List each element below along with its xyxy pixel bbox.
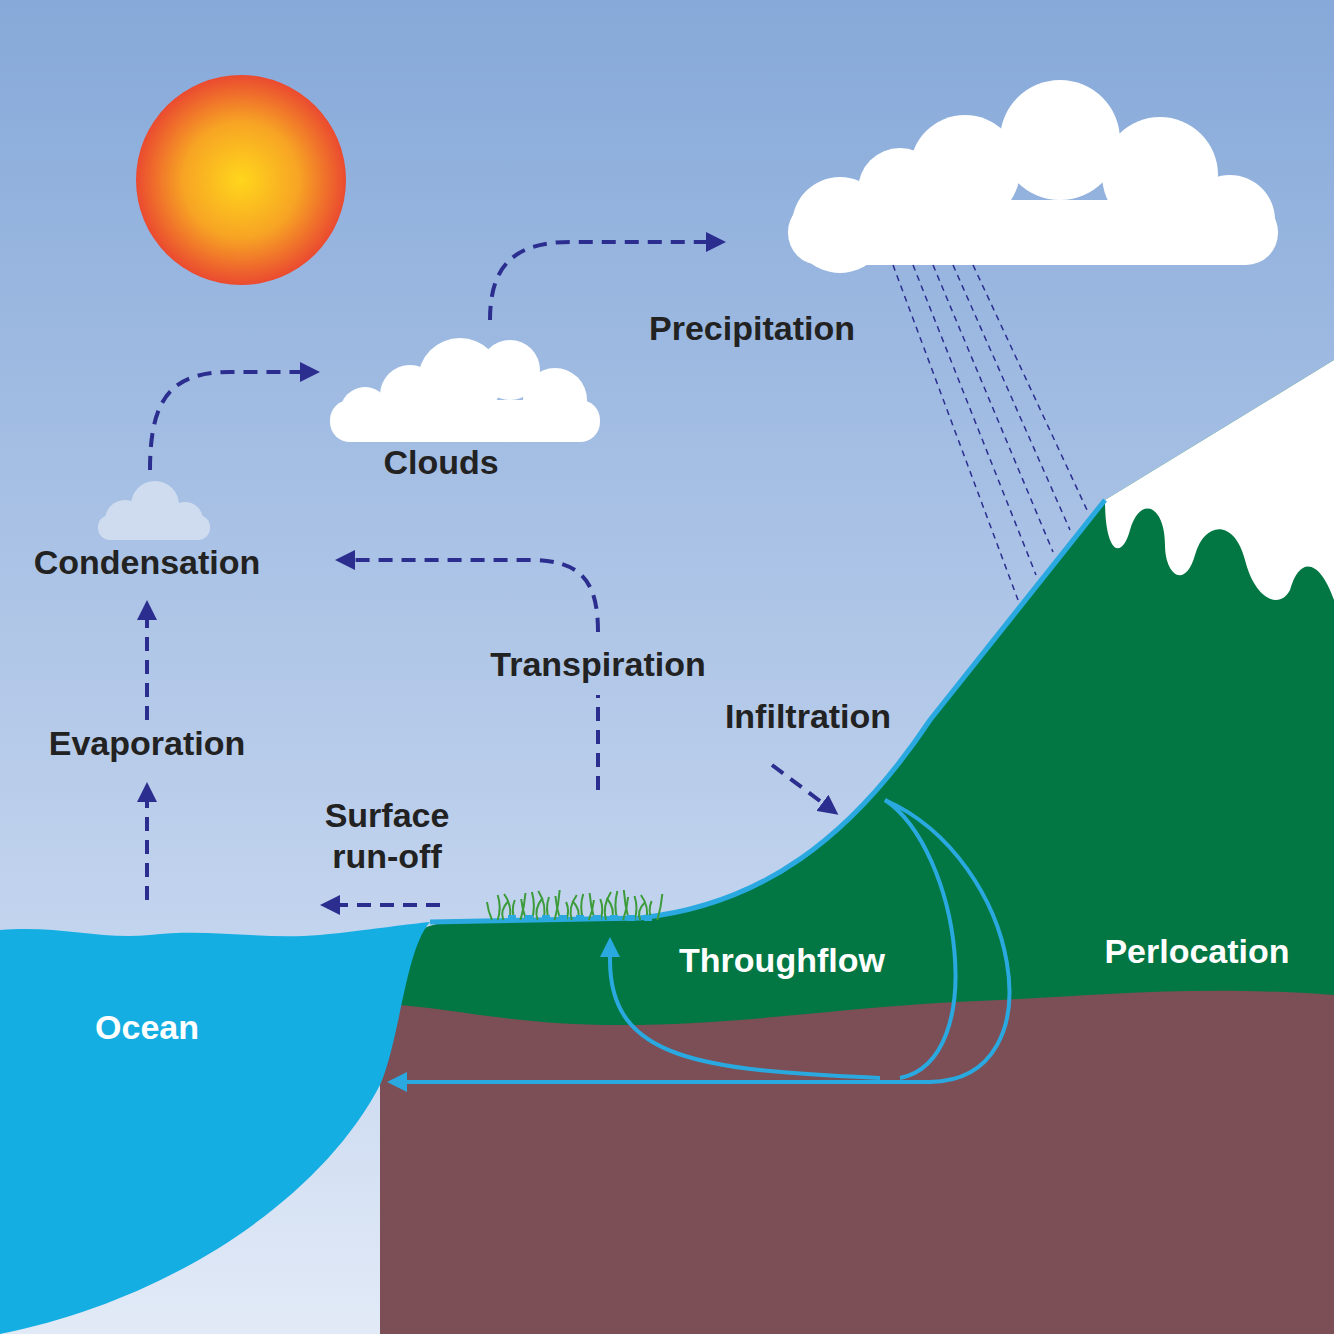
hillside bbox=[400, 360, 1334, 1025]
water-drop bbox=[508, 915, 516, 921]
bedrock bbox=[380, 985, 1334, 1334]
grass-blade bbox=[502, 901, 508, 920]
process-label: Clouds bbox=[383, 442, 498, 483]
process-label: Infiltration bbox=[725, 696, 891, 737]
process-label: Transpiration bbox=[490, 644, 705, 685]
water-drop bbox=[610, 915, 618, 921]
region-label: Ocean bbox=[95, 1007, 199, 1048]
water-drop bbox=[644, 915, 652, 921]
process-label: Throughflow bbox=[679, 940, 885, 981]
process-label: Precipitation bbox=[649, 308, 855, 349]
grass-blade bbox=[536, 898, 542, 920]
surface-line bbox=[430, 500, 1105, 922]
sun bbox=[136, 75, 346, 285]
snow-cap bbox=[1105, 360, 1334, 600]
water-drop bbox=[627, 915, 635, 921]
rain bbox=[893, 265, 1087, 600]
process-label: Evaporation bbox=[49, 723, 245, 764]
groundwater-flow bbox=[395, 800, 1009, 1082]
water-drop bbox=[576, 915, 584, 921]
rain-cloud bbox=[788, 80, 1278, 273]
grass-blade bbox=[657, 894, 662, 920]
water-drop bbox=[559, 915, 567, 921]
grass-blade bbox=[498, 895, 500, 920]
ocean bbox=[0, 922, 430, 1334]
water-drop bbox=[542, 915, 550, 921]
grass-blade bbox=[487, 902, 492, 920]
water-drop bbox=[593, 915, 601, 921]
process-label: Condensation bbox=[34, 542, 261, 583]
grass-blade bbox=[521, 893, 526, 920]
grass-blade bbox=[571, 895, 577, 920]
grass-blade bbox=[555, 890, 560, 920]
faint-cloud bbox=[98, 481, 210, 540]
process-label: Perlocation bbox=[1104, 931, 1289, 972]
process-label: Surface run-off bbox=[292, 795, 482, 877]
grass bbox=[487, 890, 662, 921]
cloud bbox=[330, 338, 600, 442]
water-drop bbox=[525, 915, 533, 921]
